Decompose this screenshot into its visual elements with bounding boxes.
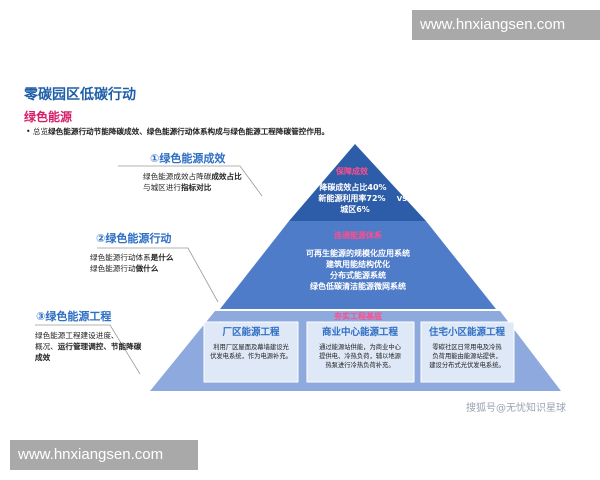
connector-3 xyxy=(35,324,141,375)
note-1-l1b: 成效占比 xyxy=(211,172,242,181)
connector-1 xyxy=(118,165,263,197)
box-factory-line-1: 利用厂区屋面及幕墙建设光 xyxy=(213,342,289,351)
middle-line-3: 分布式能源系统 xyxy=(330,270,386,280)
credit-text: 搜狐号@无忧知识星球 xyxy=(466,403,566,414)
note-1-l2a: 与城区进行 xyxy=(143,183,181,192)
note-3-l2a: 概况、 xyxy=(35,342,58,351)
box-commercial-line-2: 提供电、冷热负荷，辅以地源 xyxy=(319,351,402,360)
note-2-heading: ②绿色能源行动 xyxy=(96,232,172,245)
middle-line-2: 建筑用能结构优化 xyxy=(325,259,390,269)
bottom-tag: 夯实工程基底 xyxy=(333,311,382,321)
watermark-top: www.hnxiangsen.com xyxy=(412,10,600,40)
summary-bullet: • 总览绿色能源行动节能降碳成效、绿色能源行动体系构成与绿色能源工程降碳管控作用… xyxy=(26,127,330,136)
box-residential-title: 住宅小区能源工程 xyxy=(429,326,506,338)
note-3-text: 绿色能源工程建设进度、 概况、运行管理调控、节能降碳成效 xyxy=(35,330,145,363)
note-2-l1b: 是什么 xyxy=(150,253,174,262)
note-3-l2b: 运行管理调控、节能降碳成效 xyxy=(35,342,142,362)
middle-line-1: 可再生能源的规模化应用系统 xyxy=(306,248,410,258)
note-2-l2a: 绿色能源行动 xyxy=(90,264,136,273)
box-commercial-line-1: 通过能源站供能，为商业中心 xyxy=(319,342,402,351)
watermark-bottom: www.hnxiangsen.com xyxy=(10,440,198,470)
middle-line-4: 绿色低碳清洁能源微网系统 xyxy=(310,281,406,291)
top-line-3: 城区6% xyxy=(340,204,370,214)
connector-2 xyxy=(97,247,219,303)
note-3-l1a: 绿色能源工程建设进度、 xyxy=(35,331,119,340)
summary-bold: 绿色能源行动节能降碳成效、绿色能源行动体系构成与绿色能源工程降碳管控作用。 xyxy=(48,127,330,136)
summary-prefix: 总览 xyxy=(32,127,49,136)
note-2-l1a: 绿色能源行动体系 xyxy=(90,253,151,262)
note-2-l2b: 做什么 xyxy=(135,264,159,273)
box-residential-line-2: 负荷用能由能源站提供， xyxy=(432,351,501,360)
box-residential-line-1: 零碳社区日常用电及冷热 xyxy=(432,342,502,351)
top-vs: VS xyxy=(397,195,407,203)
middle-tag: 连通能源体系 xyxy=(334,230,382,240)
box-residential xyxy=(420,321,515,383)
section-subtitle: 绿色能源 xyxy=(24,110,73,124)
box-residential-line-3: 建设分布式光伏发电系统。 xyxy=(429,360,505,369)
note-2-text: 绿色能源行动体系是什么 绿色能源行动做什么 xyxy=(90,252,240,274)
box-factory xyxy=(203,321,299,383)
note-1-l1a: 绿色能源成效占降碳 xyxy=(143,172,212,181)
box-factory-title: 厂区能源工程 xyxy=(222,326,280,338)
note-1-heading: ①绿色能源成效 xyxy=(150,152,226,165)
note-1-l2b: 指标对比 xyxy=(180,183,212,192)
tier-middle xyxy=(220,221,496,309)
box-commercial xyxy=(306,321,415,383)
top-line-1: 降碳成效占比40% xyxy=(319,182,386,192)
top-tag: 保障成效 xyxy=(335,166,368,176)
note-1-text: 绿色能源成效占降碳成效占比 与城区进行指标对比 xyxy=(143,171,293,193)
note-3-heading: ③绿色能源工程 xyxy=(36,310,112,323)
tier-top xyxy=(289,144,426,221)
box-commercial-line-3: 热泵进行冷热负荷补充。 xyxy=(325,360,394,369)
page-title: 零碳园区低碳行动 xyxy=(24,87,136,103)
box-factory-line-2: 伏发电系统，作为电源补充。 xyxy=(210,351,292,360)
box-commercial-title: 商业中心能源工程 xyxy=(322,326,399,338)
top-line-2: 新能源利用率72% xyxy=(318,193,385,203)
